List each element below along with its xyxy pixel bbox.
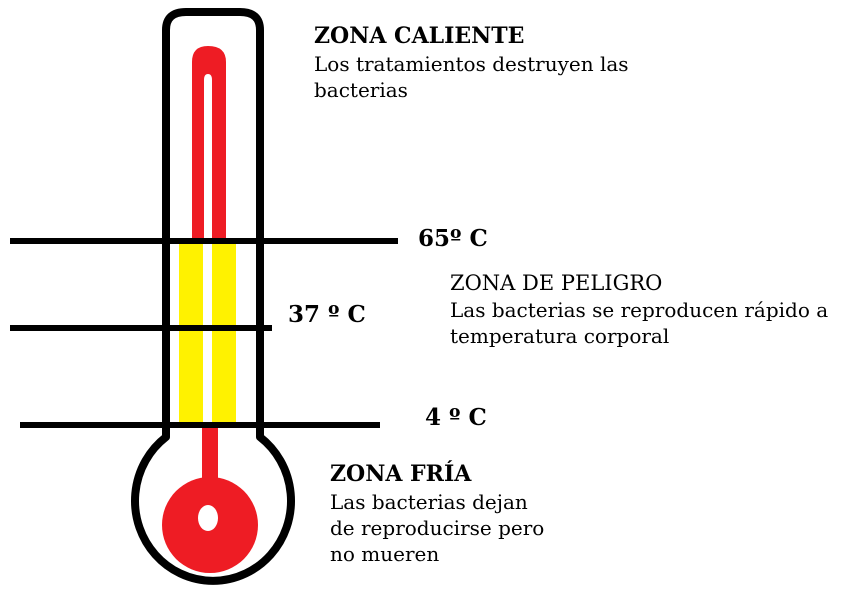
danger-zone-column-left [179, 244, 203, 425]
danger-zone-desc-line1: Las bacterias se reproducen rápido a [450, 298, 829, 323]
temp-label-4c: 4 º C [425, 404, 487, 431]
hot-zone-desc-line1: Los tratamientos destruyen las [314, 51, 629, 76]
bulb-highlight [198, 505, 218, 531]
cold-zone-title: ZONA FRÍA [330, 461, 472, 487]
danger-zone-desc-line2: temperatura corporal [450, 324, 670, 349]
temp-label-65c: 65º C [418, 225, 488, 252]
hot-zone-text: ZONA CALIENTE Los tratamientos destruyen… [314, 22, 734, 103]
danger-zone-text: ZONA DE PELIGRO Las bacterias se reprodu… [450, 270, 860, 349]
cold-zone-text: ZONA FRÍA Las bacterias dejan de reprodu… [330, 460, 590, 567]
cold-zone-desc-line1: Las bacterias dejan [330, 489, 528, 514]
temp-label-37c: 37 º C [288, 301, 366, 328]
danger-zone-column-right [212, 244, 236, 425]
cold-zone-desc-line2: de reproducirse pero [330, 515, 545, 540]
danger-zone-title: ZONA DE PELIGRO [450, 271, 663, 295]
hot-zone-title: ZONA CALIENTE [314, 23, 525, 49]
hot-zone-desc-line2: bacterias [314, 77, 408, 102]
cold-zone-desc-line3: no mueren [330, 541, 440, 566]
hot-zone-mercury [192, 46, 226, 241]
